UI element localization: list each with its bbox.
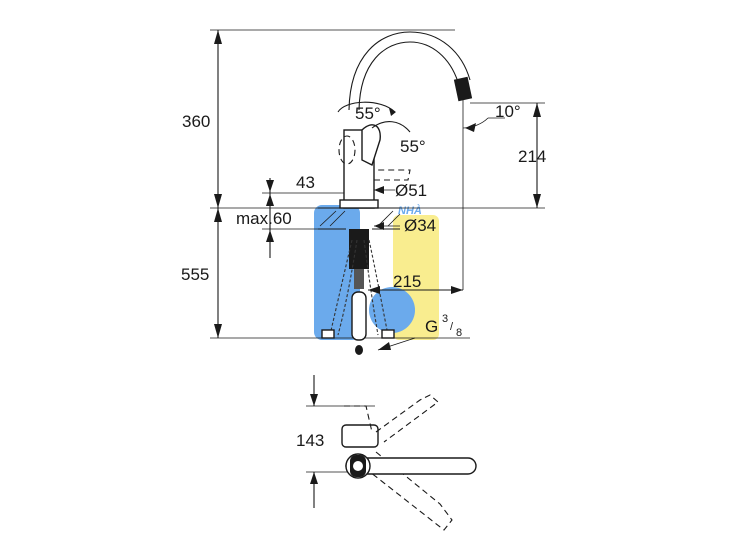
faucet-spout (348, 31, 473, 290)
countertop-section (318, 207, 401, 230)
top-view (306, 375, 477, 531)
dim-thread-base: G (425, 317, 438, 336)
faucet-body (337, 101, 411, 209)
dim-total-height: 360 (182, 112, 210, 131)
dim-base-diameter: Ø51 (395, 181, 427, 200)
diameter-leaders (374, 186, 400, 230)
dim-below-deck-length: 555 (181, 265, 209, 284)
dim-max-deck: max.60 (236, 209, 292, 228)
mounting-shank (321, 229, 395, 355)
spout-reach-dimension (368, 286, 463, 294)
dim-top-view-depth: 143 (296, 431, 324, 450)
spout-tilt-dimension (462, 102, 545, 208)
dim-base-height: 43 (296, 173, 315, 192)
dim-thread-den: 8 (456, 327, 462, 339)
base-height-dimension (262, 178, 345, 258)
dim-thread-num: 3 (442, 313, 448, 325)
thread-leader (377, 337, 416, 351)
dim-spout-height: 214 (518, 147, 546, 166)
watermark-text: NHÀ (398, 204, 422, 217)
dim-thread-slash: / (450, 321, 454, 333)
dim-hole-diameter: Ø34 (404, 216, 436, 235)
dim-spout-tilt: 10° (495, 102, 521, 121)
dim-lever-angle-side: 55° (400, 137, 426, 156)
dim-lever-angle-front: 55° (355, 104, 381, 123)
watermark-logo: NHÀ (314, 204, 439, 340)
dim-spout-reach: 215 (393, 272, 421, 291)
